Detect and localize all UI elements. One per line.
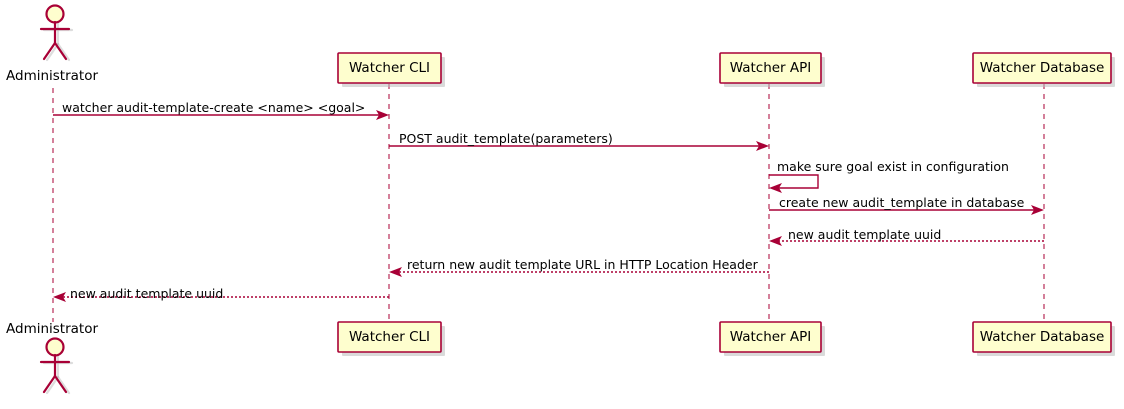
participant-box-watcher-cli-top: [337, 52, 445, 87]
message-label-6: return new audit template URL in HTTP Lo…: [407, 257, 758, 272]
participant-label-watcher-cli-top[interactable]: Watcher CLI: [348, 60, 431, 76]
actor-label-administrator-bottom: Administrator: [6, 321, 99, 337]
actor-left-leg: [42, 374, 57, 394]
actor-label-administrator-top: Administrator: [6, 68, 99, 84]
participant-box-watcher-database-bottom: [972, 321, 1115, 356]
actor-right-leg: [53, 41, 68, 61]
participant-box-watcher-api-bottom: [719, 321, 825, 356]
participant-label-watcher-cli-bottom[interactable]: Watcher CLI: [348, 329, 431, 345]
participant-box-watcher-database-top: [972, 52, 1115, 87]
participant-box-watcher-api-top: [719, 52, 825, 87]
actor-administrator-bottom: [39, 337, 74, 395]
actor-right-leg: [53, 374, 68, 394]
actor-head: [45, 337, 65, 357]
participant-label-watcher-database-top[interactable]: Watcher Database: [979, 60, 1105, 76]
message-arrow-5: [769, 236, 1044, 246]
message-arrow-4: [769, 205, 1044, 215]
participant-box-watcher-cli-bottom: [337, 321, 445, 356]
participant-label-watcher-api-top[interactable]: Watcher API: [729, 60, 812, 76]
message-label-1: watcher audit-template-create <name> <go…: [62, 100, 366, 115]
message-label-5: new audit template uuid: [788, 227, 942, 242]
participant-label-watcher-api-bottom[interactable]: Watcher API: [729, 329, 812, 345]
message-label-2: POST audit_template(parameters): [399, 131, 613, 146]
message-label-7: new audit template uuid: [70, 286, 224, 301]
message-arrow-6: [389, 267, 769, 277]
message-arrow-7: [53, 292, 389, 302]
message-arrow-1: [53, 110, 389, 120]
message-arrow-2: [389, 141, 769, 151]
actor-head: [45, 4, 65, 24]
message-arrow-3-self-loop: [769, 174, 819, 193]
message-label-4: create new audit_template in database: [779, 195, 1025, 210]
actor-administrator-top: [39, 4, 74, 62]
message-label-3: make sure goal exist in configuration: [777, 159, 1009, 174]
actor-left-leg: [42, 41, 57, 61]
participant-label-watcher-database-bottom[interactable]: Watcher Database: [979, 329, 1105, 345]
